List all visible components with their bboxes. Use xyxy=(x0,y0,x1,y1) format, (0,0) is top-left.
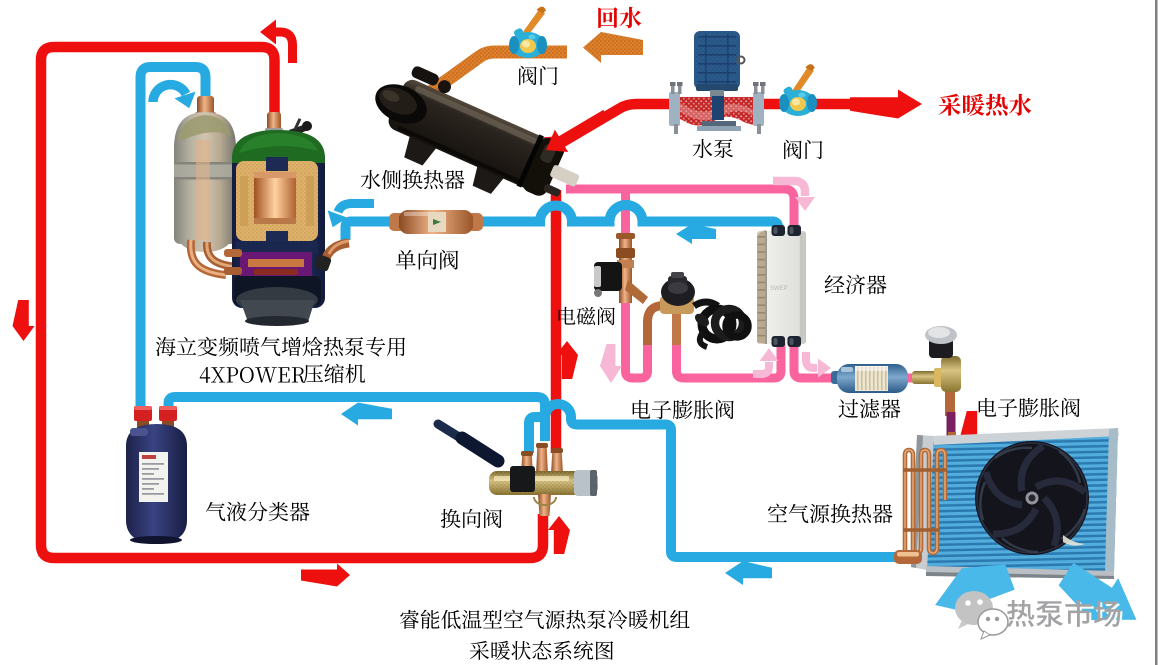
svg-text:SWEP: SWEP xyxy=(770,286,788,292)
